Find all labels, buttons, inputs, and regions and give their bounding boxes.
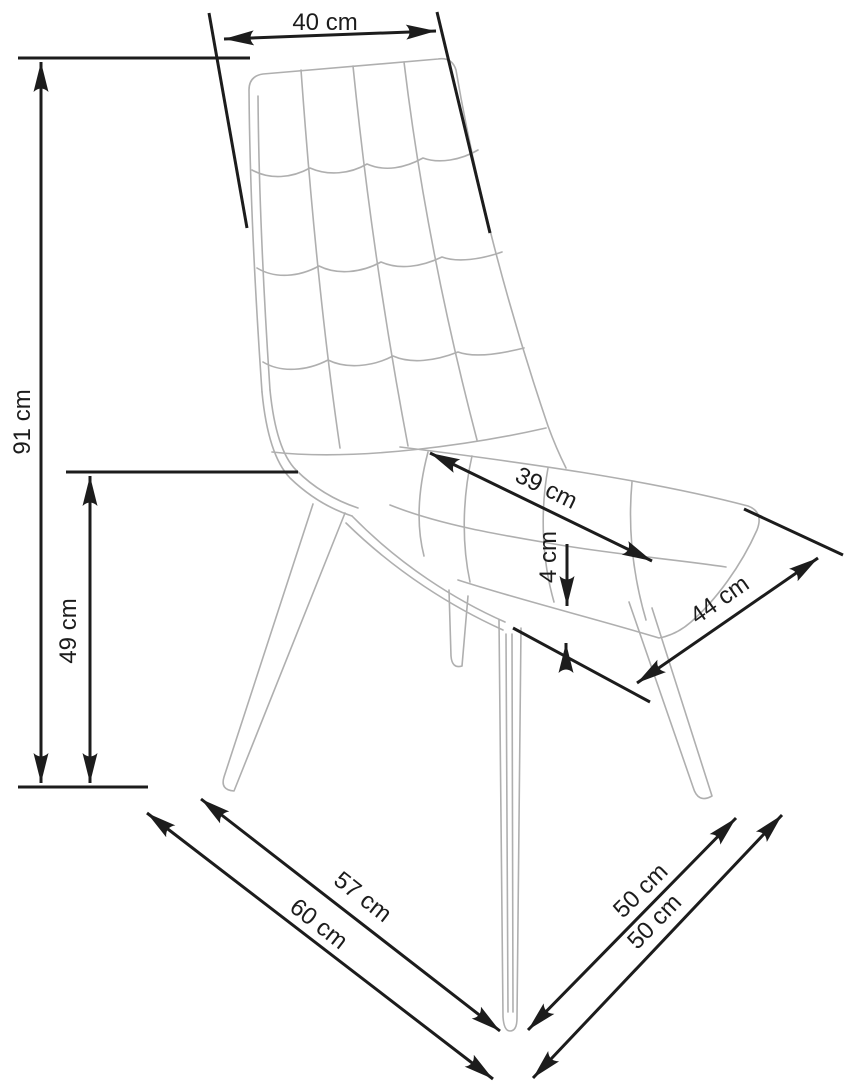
backrest-row-seam-2: [256, 251, 503, 277]
backrest-column-seam-2: [352, 65, 409, 447]
dimension-arrow: [526, 816, 738, 1032]
leg-front-long: [498, 619, 522, 1032]
side-profile-outer: [261, 391, 353, 517]
backrest-left-piping: [257, 95, 271, 391]
dimension-arrow: [531, 813, 784, 1080]
dimension-backrest-width: 40 cm: [207, 9, 492, 234]
dimension-label-seat-width: 39 cm: [511, 462, 582, 515]
leg-front-right: [628, 601, 713, 800]
dimension-arrow: [200, 797, 501, 1033]
dimension-total-height: 91 cm: [9, 56, 250, 789]
dimension-label-backrest-width: 40 cm: [292, 9, 357, 36]
extension-line: [743, 507, 844, 557]
leg-front-long-highlight-1: [505, 633, 509, 1013]
backrest-column-seam-3: [403, 61, 478, 441]
dimension-arrow: [146, 811, 494, 1081]
dimension-seat-height: 49 cm: [55, 470, 298, 783]
leg-front-long-highlight-2: [511, 633, 514, 1013]
extension-line: [207, 12, 249, 229]
dimension-cushion-thickness: 4 cm: [535, 531, 575, 673]
dimension-arrow: [429, 451, 653, 563]
dimension-base-width-outer: 50 cm: [531, 813, 784, 1080]
dimension-annotations: 40 cm 91 cm 49 cm 39 cm 4 cm: [9, 9, 844, 1081]
backrest-outline: [248, 57, 567, 469]
dimension-label-base-depth-inner: 57 cm: [329, 866, 397, 928]
seat-rail-inner: [345, 522, 504, 631]
seat-column-seam-2: [463, 455, 473, 583]
extension-line: [435, 11, 492, 234]
backrest-column-seam-1: [300, 69, 341, 449]
seat-rail-outer: [351, 515, 506, 623]
side-profile-piping: [269, 389, 359, 509]
seat-column-seam-1: [418, 451, 429, 557]
dimension-base-depth-outer: 60 cm: [146, 811, 494, 1081]
dimension-label-total-height: 91 cm: [9, 389, 36, 454]
backrest-row-seam-3: [262, 347, 525, 371]
backrest-row-seam-4: [271, 427, 547, 456]
dimension-label-cushion-thickness: 4 cm: [535, 531, 562, 583]
dimension-label-seat-height: 49 cm: [55, 598, 82, 663]
dimension-base-depth-inner: 57 cm: [200, 797, 501, 1033]
leg-rear-left: [222, 503, 346, 792]
dimension-label-seat-depth: 44 cm: [685, 570, 754, 630]
dimension-arrow: [636, 556, 819, 685]
dimension-arrow: [223, 24, 437, 46]
extension-line: [512, 626, 651, 704]
leg-rear-far: [448, 589, 469, 668]
chair-illustration: [222, 57, 760, 1032]
dimension-base-width-inner: 50 cm: [526, 816, 738, 1032]
dimension-seat-depth: 44 cm: [512, 507, 844, 704]
backrest-row-seam-1: [251, 149, 479, 178]
